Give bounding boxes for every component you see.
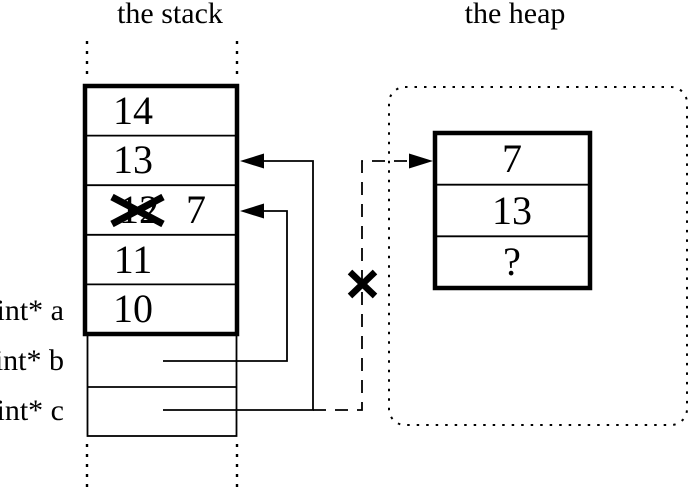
heap-cell-value: 7 <box>502 136 522 181</box>
stack-cell-value: 11 <box>114 237 153 282</box>
heap-block-box <box>432 130 593 291</box>
deleted-pointer-x-icon <box>347 269 378 299</box>
pointer-variable-label-c: int* c <box>0 394 64 427</box>
heap-region-dotted-border <box>388 86 688 426</box>
pointer-c-line <box>163 160 314 411</box>
pointer-b-arrowhead-icon <box>240 203 264 219</box>
stack-frame-box <box>82 83 240 337</box>
dangling-pointer-dashed-line <box>313 160 412 411</box>
stack-title: the stack <box>117 0 223 30</box>
heap-title: the heap <box>465 0 566 30</box>
crossed-out-value-x-icon <box>110 193 165 228</box>
heap-cell-value: ? <box>503 239 521 284</box>
pointer-variable-cells-box <box>86 333 238 437</box>
dangling-pointer-arrowhead-icon <box>409 153 433 169</box>
pointer-variable-label-a: int* a <box>0 294 64 327</box>
stack-cell-new-value: 7 <box>186 187 206 232</box>
stack-cell-value: 14 <box>113 88 153 133</box>
stack-cell-value: 10 <box>113 286 153 331</box>
stack-cell-value: 13 <box>113 137 153 182</box>
pointer-variable-label-b: int* b <box>0 344 64 377</box>
pointer-b-line <box>163 210 288 362</box>
pointer-c-arrowhead-icon <box>240 153 264 169</box>
heap-cell-value: 13 <box>492 188 532 233</box>
